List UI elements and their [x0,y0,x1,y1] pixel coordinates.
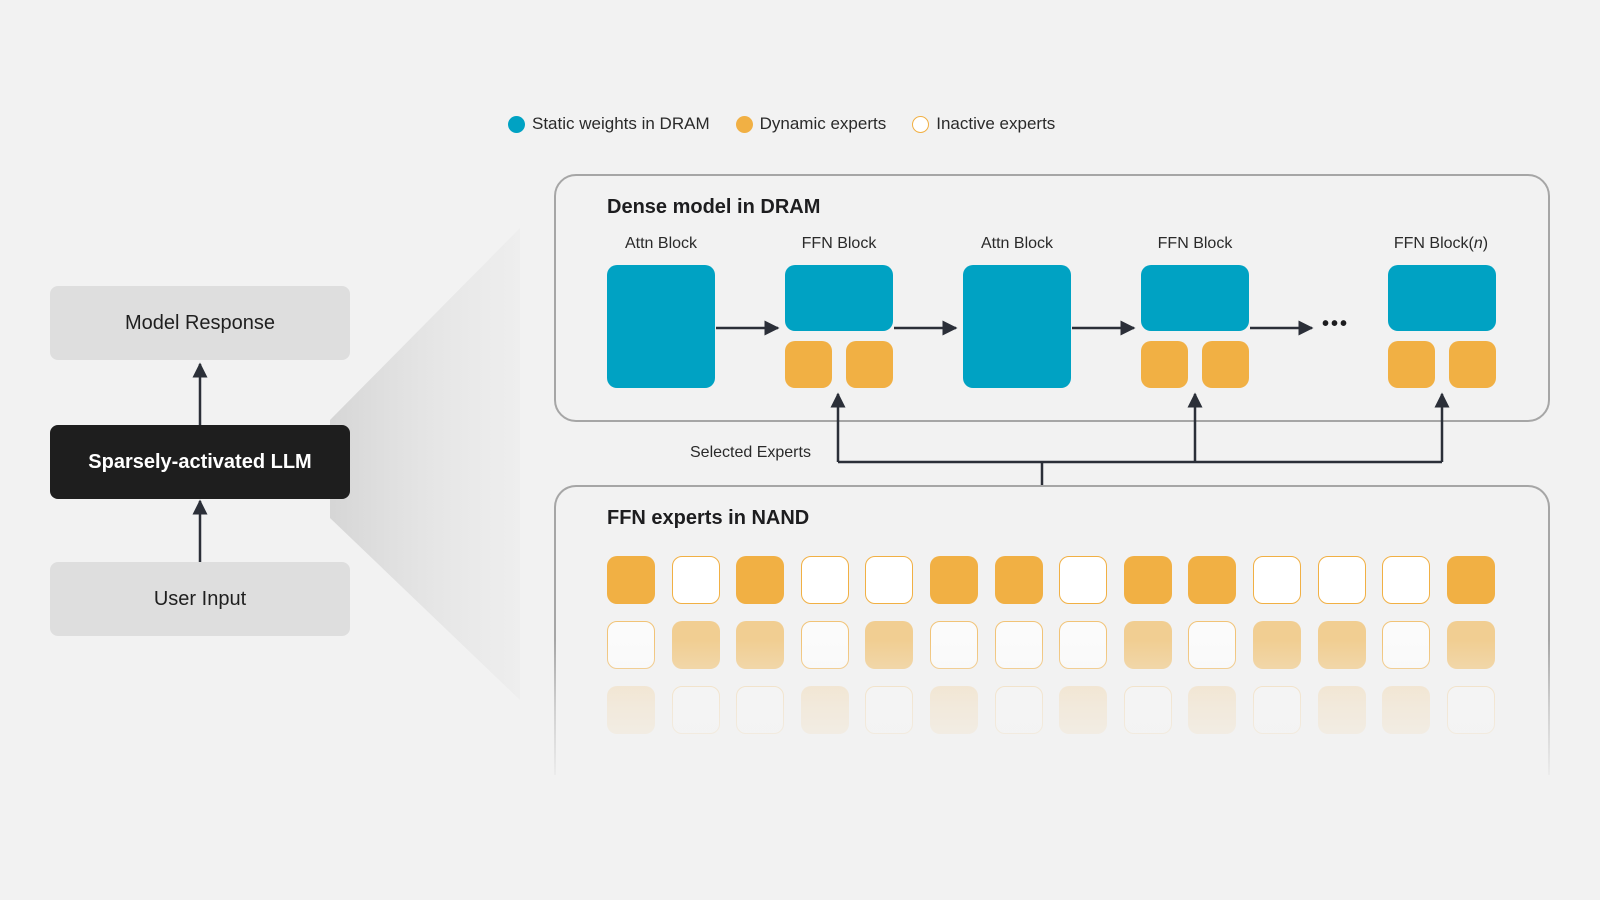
legend-item-dynamic: Dynamic experts [735,114,887,134]
nand-expert-inactive [1059,556,1108,604]
ffn-block-2-expert-b [1202,341,1249,388]
ellipsis: ••• [1322,313,1350,335]
ffn-block-1-static [785,265,893,331]
user-input-box: User Input [50,562,350,636]
block-label-ffn-1: FFN Block [801,235,877,252]
nand-expert-inactive [865,556,914,604]
ffn-block-n-expert-b [1449,341,1496,388]
block-label-ffn-2: FFN Block [1157,235,1233,252]
inactive-dot-icon [912,115,930,133]
nand-expert-inactive [1253,556,1301,604]
sparse-llm-box: Sparsely-activated LLM [50,425,350,499]
nand-expert-inactive [1382,556,1431,604]
block-label-attn-2: Attn Block [980,235,1054,252]
ffn-block-1-expert-a [785,341,832,388]
legend-item-inactive: Inactive experts [912,114,1055,134]
model-response-label: Model Response [124,311,276,334]
nand-expert-active [1123,556,1172,604]
selected-experts-label: Selected Experts [690,444,811,461]
attn-block-1 [607,265,715,388]
dynamic-dot-icon [735,115,753,133]
nand-expert-active [930,556,978,604]
ffn-block-n-static [1388,265,1496,331]
legend-label-dynamic: Dynamic experts [759,114,887,133]
legend-label-inactive: Inactive experts [936,114,1056,133]
nand-expert-inactive [671,556,720,604]
dense-panel-title: Dense model in DRAM [607,196,821,218]
ffn-block-2-static [1141,265,1249,331]
nand-expert-active [607,556,655,604]
sparse-llm-label: Sparsely-activated LLM [88,450,312,473]
model-response-box: Model Response [50,286,350,360]
nand-panel-title: FFN experts in NAND [607,507,810,529]
attn-block-2 [963,265,1071,388]
static-dot-icon [508,115,525,133]
nand-expert-active [994,556,1043,604]
ffn-block-1-expert-b [846,341,893,388]
nand-expert-inactive [800,556,849,604]
block-label-ffn-n: FFN Block(n) [1393,235,1489,252]
block-label-attn-1: Attn Block [624,235,698,252]
ffn-block-n-expert-a [1388,341,1435,388]
ffn-block-2-expert-a [1141,341,1188,388]
nand-expert-inactive [1317,556,1366,604]
nand-panel: FFN experts in NAND [554,485,1550,775]
legend-item-static: Static weights in DRAM [508,114,710,134]
nand-expert-active [1188,556,1237,604]
nand-expert-active [1446,556,1495,604]
block-label-ffn-n-prefix: FFN Block [1393,235,1469,252]
legend-label-static: Static weights in DRAM [532,114,710,133]
nand-expert-active [736,556,785,604]
user-input-label: User Input [153,587,247,610]
dense-model-panel: Dense model in DRAM [554,174,1550,422]
block-label-ffn-n-var: n [1473,235,1483,252]
legend: Static weights in DRAM Dynamic experts I… [508,114,1055,134]
